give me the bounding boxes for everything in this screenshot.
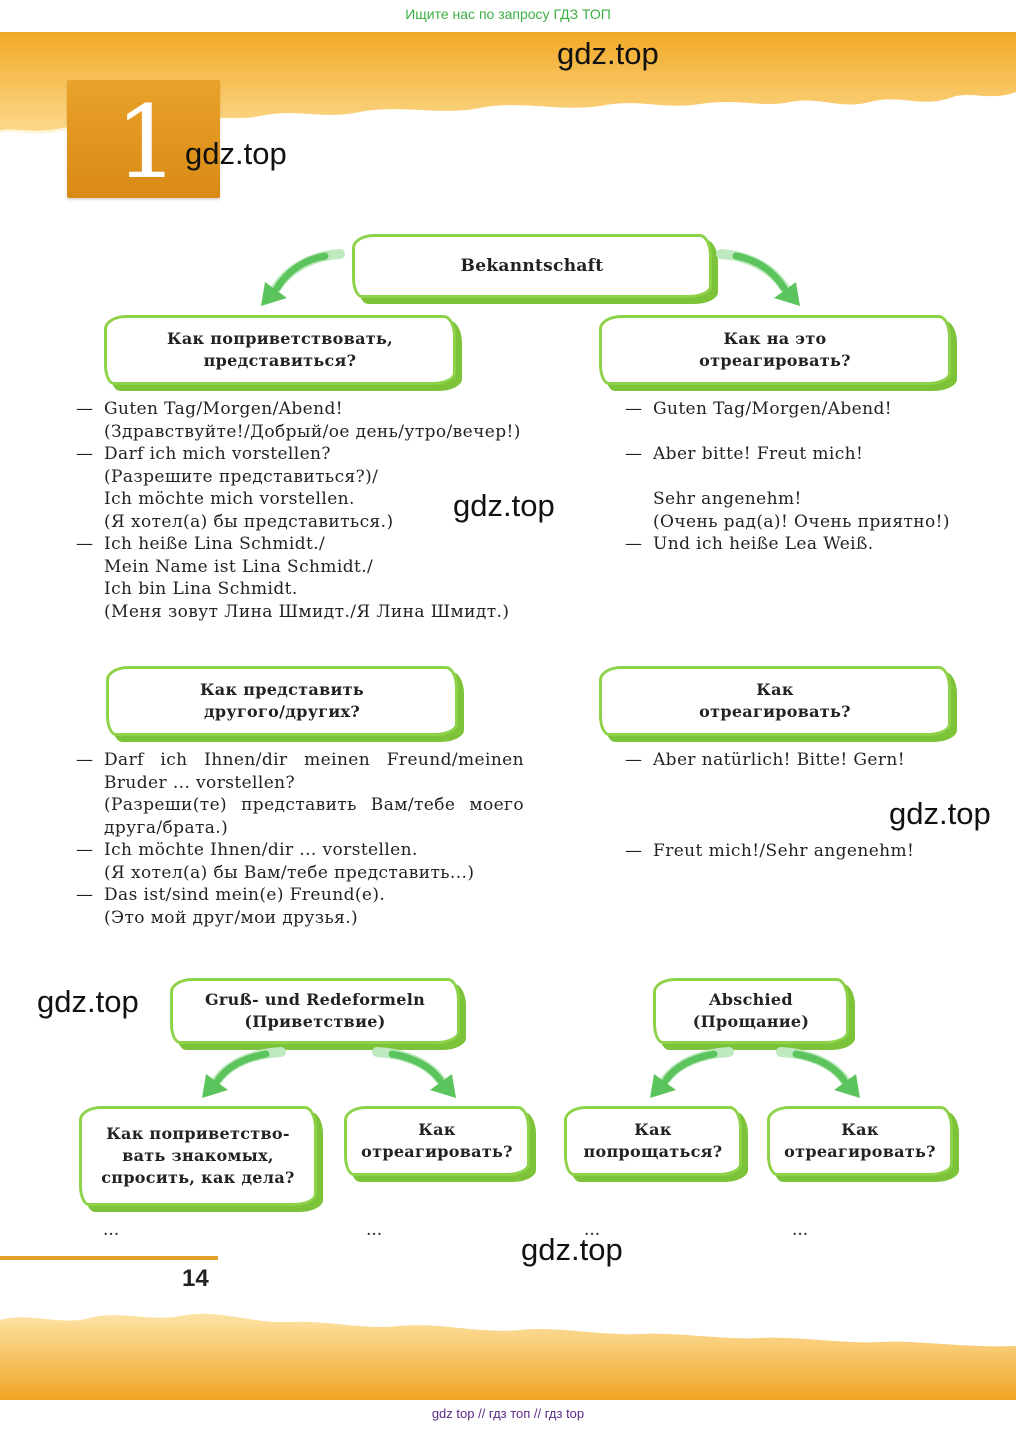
arrow-right-icon — [372, 1047, 456, 1098]
box-farewell: Abschied (Прощание) — [653, 978, 849, 1044]
list-item: —Darf ich mich vorstellen? — [76, 444, 331, 464]
list-item: —Aber natürlich! Bitte! Gern! — [625, 750, 905, 770]
chapter-number: 1 — [115, 84, 179, 201]
list-responses: —Guten Tag/Morgen/Abend! —Aber bitte! Fr… — [625, 398, 983, 556]
list-responses-2: —Aber natürlich! Bitte! Gern! —Freut mic… — [625, 749, 983, 862]
chapter-number-badge: 1 — [67, 80, 220, 201]
list-item: (Разрешите представиться?)/ — [104, 466, 379, 487]
list-item: (Это мой друг/мои друзья.) — [104, 907, 359, 928]
box-greet-acquaintances: Как поприветство- вать знакомых, спросит… — [79, 1106, 317, 1206]
list-item: (Я хотел(а) бы Вам/тебе представить...) — [104, 862, 475, 883]
watermark: gdz.top — [37, 984, 139, 1019]
ellipsis: ... — [366, 1220, 383, 1240]
arrow-right-icon — [716, 249, 800, 306]
root-box-bekanntschaft: Bekanntschaft — [352, 234, 712, 298]
search-hint: Ищите нас по запросу ГДЗ ТОП — [405, 6, 611, 22]
ellipsis: ... — [103, 1220, 120, 1240]
ellipsis: ... — [584, 1220, 601, 1240]
list-item: (Здравствуйте!/Добрый/ое день/утро/вечер… — [104, 421, 521, 442]
list-item: (Очень рад(а)! Очень приятно!) — [653, 511, 950, 532]
ellipsis: ... — [792, 1220, 809, 1240]
list-greetings: —Guten Tag/Morgen/Abend! (Здравствуйте!/… — [76, 398, 534, 623]
box-react-3: Как отреагировать? — [344, 1106, 530, 1176]
box-greetings-formulas: Gruß- und Redeformeln (Приветствие) — [170, 978, 460, 1044]
list-item: —Freut mich!/Sehr angenehm! — [625, 840, 915, 861]
list-item: (Я хотел(а) бы представиться.) — [104, 511, 394, 532]
list-item: —Aber bitte! Freut mich! — [625, 444, 864, 464]
arrow-left-icon — [261, 249, 345, 306]
box-react: Как на это отреагировать? — [599, 315, 951, 385]
arrow-right-icon — [776, 1047, 860, 1098]
list-item: (Меня зовут Лина Шмидт./Я Лина Шмидт.) — [104, 601, 510, 622]
arrow-left-icon — [202, 1047, 286, 1098]
list-item: друга/брата.) — [104, 817, 229, 838]
footer-text: gdz top // гдз топ // гдз top — [431, 1406, 585, 1421]
watermark: gdz.top — [185, 136, 287, 171]
list-item: Ich möchte mich vorstellen. — [104, 489, 355, 509]
watermark: gdz.top — [557, 36, 659, 71]
watermark: gdz.top — [889, 796, 991, 831]
box-react-4: Как отреагировать? — [767, 1106, 953, 1176]
list-item: Mein Name ist Lina Schmidt./ — [104, 556, 374, 577]
list-item: (Разреши(те) представить Вам/тебе моего — [104, 795, 524, 815]
list-introduce-others: —Darf ich Ihnen/dir meinen Freund/meinen… — [76, 749, 524, 929]
list-item: —Darf ich Ihnen/dir meinen Freund/meinen — [76, 750, 524, 770]
list-item: —Guten Tag/Morgen/Abend! — [625, 399, 893, 419]
list-item: Bruder ... vorstellen? — [104, 772, 296, 793]
box-introduce-others: Как представить другого/других? — [106, 666, 458, 736]
watermark: gdz.top — [453, 488, 555, 523]
list-item: —Guten Tag/Morgen/Abend! — [76, 399, 344, 419]
bottom-decor-band — [0, 1300, 1016, 1400]
list-item: —Ich heiße Lina Schmidt./ — [76, 534, 326, 554]
list-item: —Und ich heiße Lea Weiß. — [625, 534, 874, 554]
box-say-goodbye: Как попрощаться? — [564, 1106, 742, 1176]
box-greet-introduce: Как поприветствовать, представиться? — [104, 315, 456, 385]
watermark: gdz.top — [521, 1232, 623, 1267]
list-item: —Ich möchte Ihnen/dir ... vorstellen. — [76, 840, 418, 860]
box-react-2: Как отреагировать? — [599, 666, 951, 736]
list-item: —Das ist/sind mein(e) Freund(e). — [76, 885, 386, 905]
list-item: Ich bin Lina Schmidt. — [104, 579, 298, 599]
list-item: Sehr angenehm! — [653, 489, 802, 509]
page-number: 14 — [182, 1265, 209, 1292]
page-number-rule — [0, 1256, 218, 1260]
arrow-left-icon — [650, 1047, 734, 1098]
